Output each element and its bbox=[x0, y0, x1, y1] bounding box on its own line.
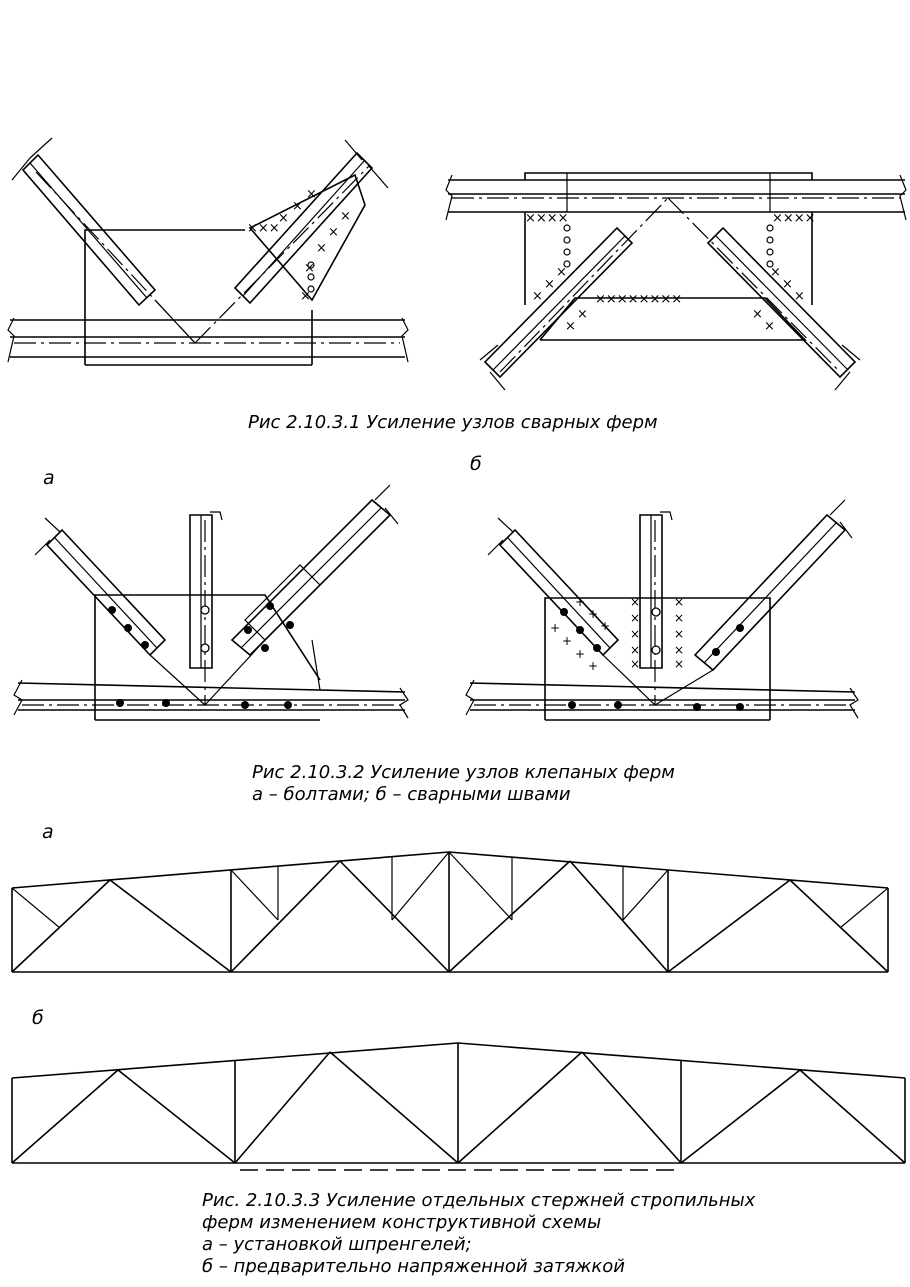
svg-text:×: × bbox=[674, 657, 684, 671]
svg-text:×: × bbox=[292, 199, 303, 214]
fig3-label-b: б bbox=[32, 1007, 44, 1029]
svg-text:×: × bbox=[630, 643, 640, 657]
svg-text:×: × bbox=[630, 595, 640, 609]
fig1-right-node: ×××× ×××× ×××××××× × × × × × × × × × × bbox=[445, 172, 907, 391]
fig2-caption-line2: а – болтами; б – сварными швами bbox=[252, 784, 571, 805]
svg-text:×: × bbox=[674, 643, 684, 657]
svg-text:×××: ××× bbox=[247, 221, 280, 236]
svg-text:××××: ×××× bbox=[525, 211, 569, 226]
svg-text:×: × bbox=[306, 187, 317, 202]
svg-text:×: × bbox=[300, 289, 311, 304]
svg-text:+: + bbox=[575, 595, 585, 609]
svg-text:×: × bbox=[764, 319, 775, 334]
fig3-label-a: а bbox=[42, 821, 54, 843]
svg-text:+: + bbox=[588, 607, 598, 621]
svg-text:×: × bbox=[316, 241, 327, 256]
fig3-caption-line3: а – установкой шпренгелей; bbox=[202, 1234, 472, 1255]
fig2-label-a: а bbox=[43, 467, 55, 489]
svg-text:×: × bbox=[304, 261, 315, 276]
svg-text:×: × bbox=[630, 611, 640, 625]
svg-text:×: × bbox=[278, 211, 289, 226]
fig2-right-node: × × × × × × × × × × + + + + + + + bbox=[465, 499, 859, 721]
svg-text:+: + bbox=[550, 621, 560, 635]
svg-text:+: + bbox=[562, 634, 572, 648]
svg-text:+: + bbox=[600, 619, 610, 633]
fig3a-truss bbox=[11, 851, 889, 973]
svg-text:×: × bbox=[328, 225, 339, 240]
svg-text:×: × bbox=[752, 307, 763, 322]
svg-text:+: + bbox=[575, 647, 585, 661]
fig3-caption-line4: б – предварительно напряженной затяжкой bbox=[202, 1256, 625, 1277]
svg-text:×: × bbox=[770, 265, 781, 280]
fig1-caption: Рис 2.10.3.1 Усиление узлов сварных ферм bbox=[248, 412, 658, 433]
svg-text:×: × bbox=[674, 611, 684, 625]
svg-text:+: + bbox=[588, 659, 598, 673]
svg-text:×: × bbox=[674, 627, 684, 641]
fig3-caption-line1: Рис. 2.10.3.3 Усиление отдельных стержне… bbox=[202, 1190, 756, 1211]
svg-text:×: × bbox=[630, 627, 640, 641]
fig2-left-node bbox=[13, 484, 409, 721]
svg-text:××××: ×××× bbox=[772, 211, 816, 226]
svg-text:×: × bbox=[565, 319, 576, 334]
svg-text:×: × bbox=[532, 289, 543, 304]
svg-text:×: × bbox=[340, 209, 351, 224]
fig2-caption-line1: Рис 2.10.3.2 Усиление узлов клепаных фер… bbox=[252, 762, 675, 783]
fig3-caption-line2: ферм изменением конструктивной схемы bbox=[202, 1212, 601, 1233]
fig3b-truss bbox=[11, 1042, 906, 1171]
fig1-left-node: ××× × × × × × × × × bbox=[7, 137, 409, 366]
svg-text:×: × bbox=[630, 657, 640, 671]
svg-text:×: × bbox=[556, 265, 567, 280]
svg-text:×: × bbox=[577, 307, 588, 322]
svg-text:×: × bbox=[544, 277, 555, 292]
svg-text:×: × bbox=[782, 277, 793, 292]
svg-text:×: × bbox=[794, 289, 805, 304]
svg-text:×: × bbox=[674, 595, 684, 609]
svg-text:××××××××: ×××××××× bbox=[595, 292, 682, 307]
fig2-label-b: б bbox=[470, 453, 482, 475]
